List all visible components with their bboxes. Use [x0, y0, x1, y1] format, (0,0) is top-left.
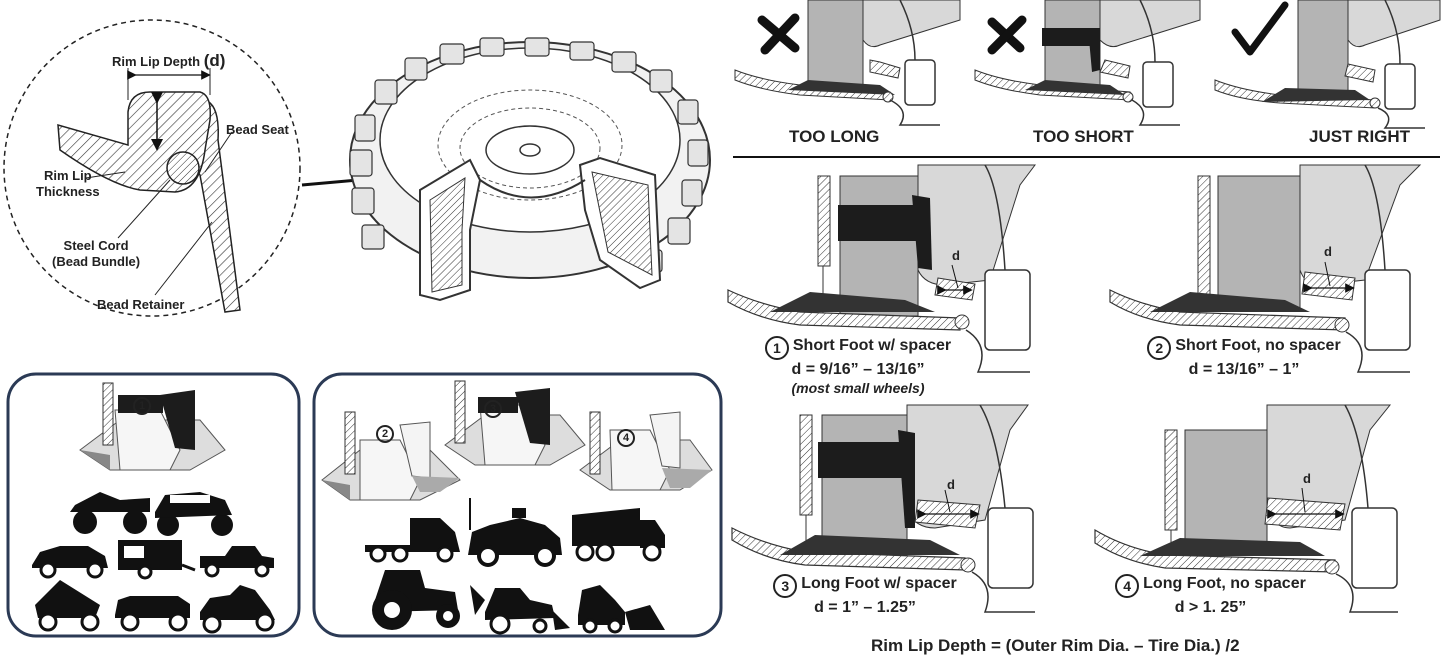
d-label: d — [952, 248, 960, 263]
rim-lip-detail-callout — [3, 19, 301, 317]
jeep-icon — [115, 596, 190, 632]
d-label: d — [1324, 244, 1332, 259]
d-label: d — [947, 477, 955, 492]
lawn-mower-icon — [200, 585, 275, 634]
fit-example-too-long — [734, 0, 961, 126]
utv-icon — [155, 492, 233, 536]
atv-icon — [70, 492, 150, 534]
steel-cord-shape — [166, 151, 200, 185]
d-label: d — [1303, 471, 1311, 486]
backhoe-icon — [470, 585, 570, 635]
tool-4-illustration — [579, 411, 713, 491]
rim-lip-depth-formula: Rim Lip Depth = (Outer Rim Dia. – Tire D… — [871, 636, 1240, 655]
fit-label-too-short: TOO SHORT — [1033, 127, 1134, 146]
military-vehicle-icon — [468, 498, 562, 567]
tool-2-illustration — [321, 411, 461, 501]
rim-lip-thickness-label: Rim Lip Thickness — [36, 168, 100, 199]
tire-cutaway-drawing — [349, 37, 711, 302]
small-vehicle-panel — [6, 372, 301, 638]
tool-3-illustration — [444, 380, 586, 466]
fit-label-just-right: JUST RIGHT — [1309, 127, 1411, 146]
tool-number-badge: 3 — [484, 396, 506, 418]
skid-steer-icon — [578, 585, 665, 634]
fit-example-just-right — [1214, 0, 1441, 129]
tool-number-badge: 2 — [376, 421, 398, 443]
cross-mark-icon-1 — [757, 13, 800, 55]
tool-1-illustration — [79, 382, 226, 471]
config-2-diagram — [1109, 164, 1422, 373]
bead-seat-label: Bead Seat — [226, 122, 289, 137]
semi-truck-icon — [365, 518, 460, 563]
check-mark-icon — [1231, 1, 1289, 56]
pickup-icon — [200, 546, 274, 578]
tool-number-badge: 4 — [617, 425, 639, 447]
trailer-icon — [118, 540, 196, 580]
tractor-icon — [372, 570, 460, 630]
dump-truck-icon — [572, 508, 665, 562]
config-4-diagram — [1094, 404, 1398, 613]
tool-number-badge: 1 — [133, 393, 155, 415]
large-vehicle-silhouettes — [365, 498, 665, 635]
dump-trailer-icon — [35, 580, 100, 632]
rim-lip-depth-label: Rim Lip Depth (d) — [112, 51, 226, 70]
car-icon — [32, 546, 108, 579]
config-1-diagram — [727, 164, 1036, 373]
bead-retainer-label: Bead Retainer — [97, 297, 185, 312]
config-3-diagram — [731, 404, 1035, 613]
fit-example-too-short — [974, 0, 1201, 126]
fit-label-too-long: TOO LONG — [789, 127, 880, 146]
small-vehicle-silhouettes — [32, 492, 275, 634]
cross-mark-icon-2 — [987, 15, 1027, 55]
steel-cord-label: Steel Cord (Bead Bundle) — [52, 238, 141, 269]
